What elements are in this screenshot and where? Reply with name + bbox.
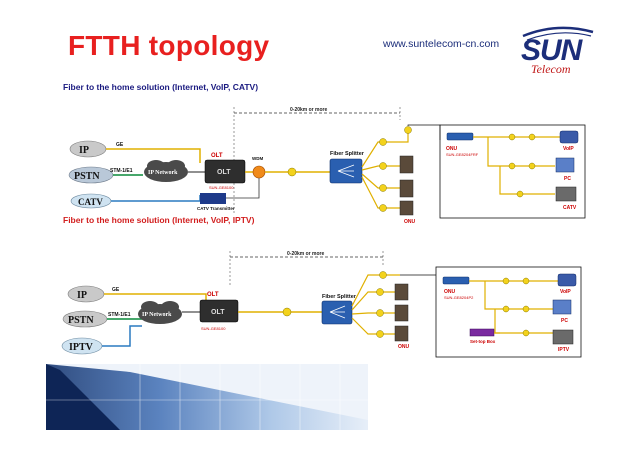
link-stm-1: STM-1/E1 xyxy=(110,168,133,174)
distance-marker-2: 0-20km or more xyxy=(229,251,384,285)
svg-text:OLT: OLT xyxy=(211,309,225,316)
onu-group-2: ONU xyxy=(394,283,410,350)
catv-transmitter-1: CATV Transmitter xyxy=(197,178,260,211)
diagram2-heading: Fiber to the home solution (Internet, Vo… xyxy=(63,215,255,225)
link-ge-2: GE xyxy=(112,287,120,293)
diagram1-heading: Fiber to the home solution (Internet, Vo… xyxy=(63,82,259,92)
svg-text:SUN-GE8204FRF: SUN-GE8204FRF xyxy=(446,152,479,157)
iptv-cloud-2: IPTV xyxy=(61,337,103,355)
svg-text:ONU: ONU xyxy=(404,219,416,225)
svg-text:CATV: CATV xyxy=(78,197,103,207)
svg-text:OLT: OLT xyxy=(217,169,231,176)
svg-text:SUN-GE8204P2: SUN-GE8204P2 xyxy=(444,295,474,300)
svg-text:PC: PC xyxy=(564,176,571,182)
svg-text:Fiber Splitter: Fiber Splitter xyxy=(322,294,357,300)
link-stm-2: STM-1/E1 xyxy=(108,312,131,318)
logo-name: SUN xyxy=(521,34,584,67)
suntelecom-logo: SUN Telecom xyxy=(521,26,594,76)
svg-text:IPTV: IPTV xyxy=(558,347,570,353)
olt-2: OLT OLT SUN-GE8100 xyxy=(199,292,239,331)
svg-text:IP Network: IP Network xyxy=(148,170,178,176)
ip-network-cloud-1: IP Network xyxy=(144,160,188,182)
distance-label-2: 0-20km or more xyxy=(287,251,324,257)
premise-box-2: ONU SUN-GE8204P2 Set-top Box VoIP PC IPT… xyxy=(435,266,582,358)
svg-text:Fiber Splitter: Fiber Splitter xyxy=(330,151,365,157)
svg-text:ONU: ONU xyxy=(398,344,410,350)
page-title: FTTH topology xyxy=(68,30,270,61)
svg-text:PSTN: PSTN xyxy=(68,315,94,326)
fiber-connector-1 xyxy=(287,167,297,177)
svg-text:VoIP: VoIP xyxy=(560,289,571,295)
svg-text:IP: IP xyxy=(77,290,87,301)
ip-network-cloud-2: IP Network xyxy=(138,301,182,324)
svg-text:ONU: ONU xyxy=(444,289,456,295)
svg-text:IP: IP xyxy=(79,145,89,156)
svg-text:OLT: OLT xyxy=(211,153,223,159)
fiber-splitter-2: Fiber Splitter xyxy=(321,294,357,325)
svg-text:ONU: ONU xyxy=(446,146,458,152)
svg-text:CATV: CATV xyxy=(563,205,577,211)
website-url[interactable]: www.suntelecom-cn.com xyxy=(383,38,500,50)
logo-sub: Telecom xyxy=(531,62,571,76)
svg-text:OLT: OLT xyxy=(207,292,219,298)
svg-text:PC: PC xyxy=(561,318,568,324)
fiber-splitter-1: Fiber Splitter xyxy=(329,151,365,184)
ip-cloud-2: IP xyxy=(67,285,105,303)
distance-label-1: 0-20km or more xyxy=(290,107,327,113)
svg-text:SUN-GE8100: SUN-GE8100 xyxy=(209,185,234,190)
svg-text:IP Network: IP Network xyxy=(142,312,172,318)
premise-box-1: ONU SUN-GE8204FRF VoIP PC CATV xyxy=(439,124,586,219)
link-ge-1: GE xyxy=(116,142,124,148)
svg-text:VoIP: VoIP xyxy=(563,146,574,152)
settop-label: Set-top Box xyxy=(470,339,496,344)
logo-arc-icon xyxy=(522,26,594,41)
svg-text:IPTV: IPTV xyxy=(69,342,94,353)
svg-text:SUN-GE8100: SUN-GE8100 xyxy=(201,326,226,331)
svg-text:WDM: WDM xyxy=(252,156,263,161)
svg-text:CATV Transmitter: CATV Transmitter xyxy=(197,206,235,211)
svg-text:PSTN: PSTN xyxy=(74,171,100,182)
onu-group-1: ONU xyxy=(399,155,416,225)
